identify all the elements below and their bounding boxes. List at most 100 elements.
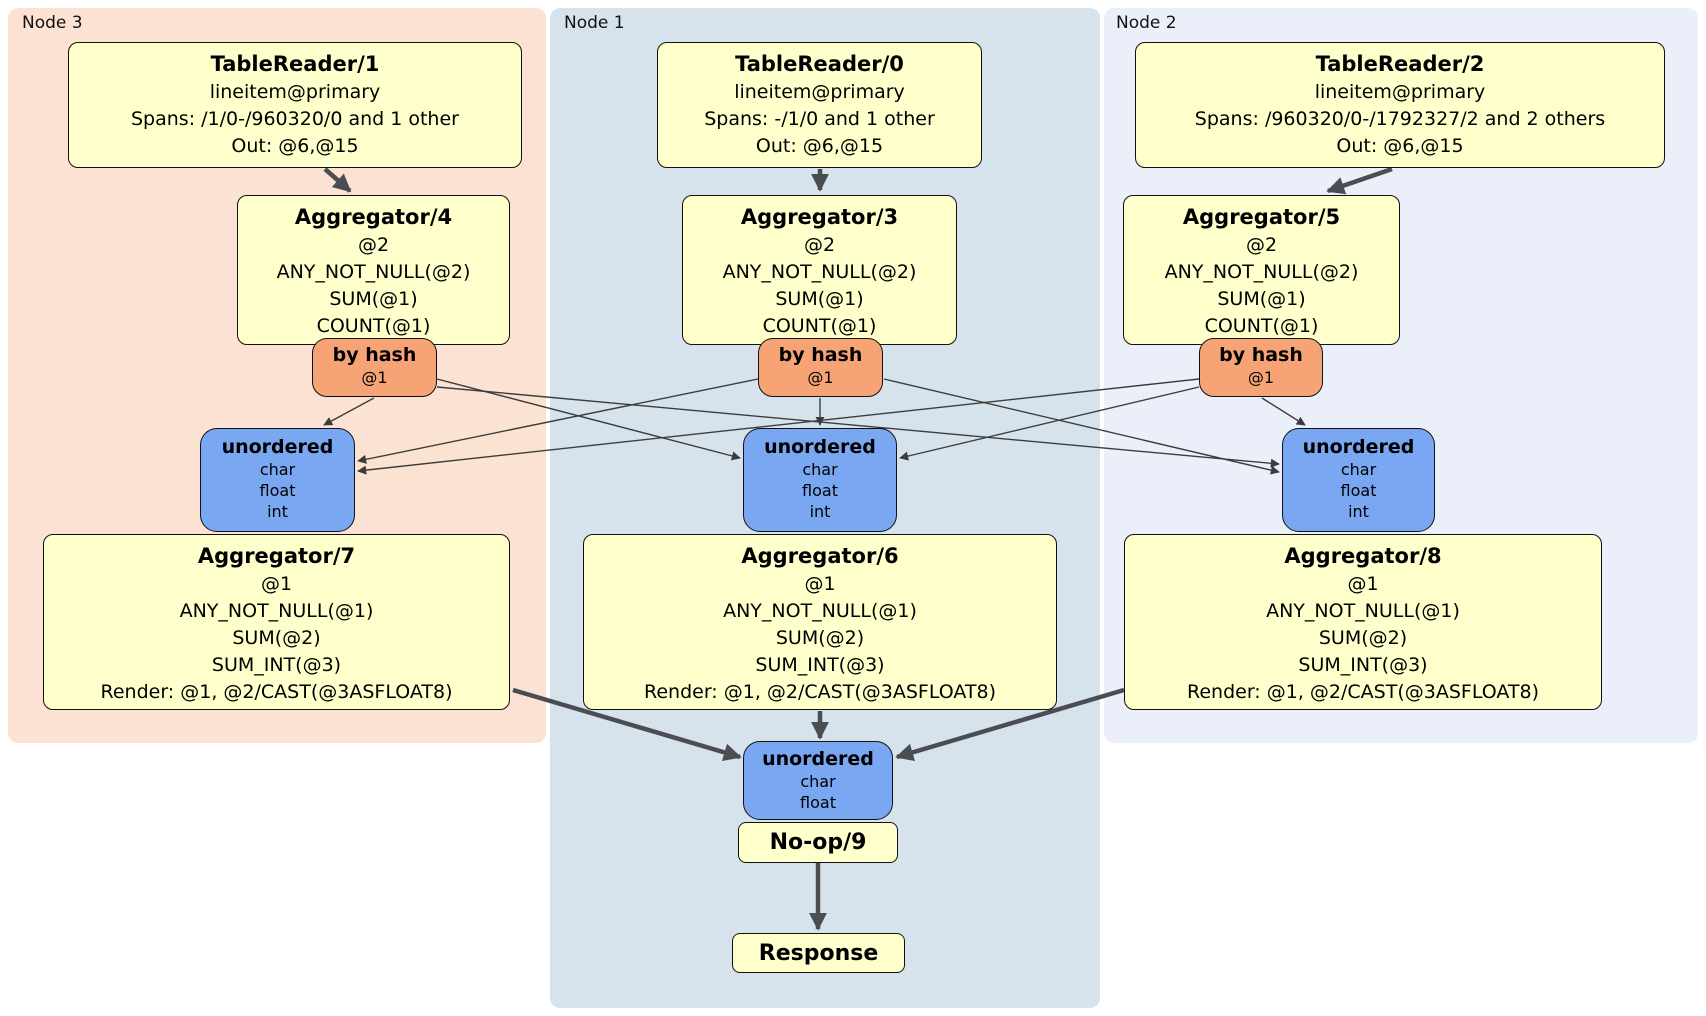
router-title: by hash xyxy=(332,344,417,366)
processor-detail: Spans: /1/0-/960320/0 and 1 other xyxy=(131,108,459,130)
processor-title: TableReader/2 xyxy=(1315,52,1485,76)
hash-router-node3-box: by hash @1 xyxy=(312,338,437,397)
processor-detail: SUM(@1) xyxy=(329,288,418,310)
processor-detail: Spans: -/1/0 and 1 other xyxy=(704,108,935,130)
sync-title: unordered xyxy=(221,436,334,458)
processor-detail: ANY_NOT_NULL(@1) xyxy=(723,600,917,622)
sync-column: float xyxy=(802,481,838,500)
processor-detail: SUM(@1) xyxy=(775,288,864,310)
router-detail: @1 xyxy=(361,368,388,387)
aggregator-8-box: Aggregator/8 @1 ANY_NOT_NULL(@1) SUM(@2)… xyxy=(1124,534,1602,710)
processor-detail: ANY_NOT_NULL(@1) xyxy=(179,600,374,622)
processor-detail: @1 xyxy=(1347,573,1379,595)
edge-hash2-sync3 xyxy=(357,378,1200,475)
processor-detail: Render: @1, @2/CAST(@3ASFLOAT8) xyxy=(1187,681,1539,703)
sync-column: float xyxy=(800,793,836,812)
unordered-sync-node1-box: unordered char float int xyxy=(743,428,897,532)
sync-column: int xyxy=(267,502,288,521)
edge-agg8-sync xyxy=(895,687,1125,762)
processor-detail: ANY_NOT_NULL(@2) xyxy=(1164,261,1359,283)
processor-detail: SUM(@1) xyxy=(1217,288,1306,310)
processor-detail: @2 xyxy=(1245,234,1278,256)
processor-detail: Render: @1, @2/CAST(@3ASFLOAT8) xyxy=(100,681,453,703)
processor-detail: lineitem@primary xyxy=(1314,81,1486,103)
sync-title: unordered xyxy=(762,748,874,770)
router-detail: @1 xyxy=(1247,368,1275,387)
sync-column: int xyxy=(809,502,831,521)
sync-column: float xyxy=(1340,481,1377,500)
edge-hash3-sync3 xyxy=(323,397,375,426)
processor-detail: @1 xyxy=(804,573,836,595)
tablereader-1-box: TableReader/1 lineitem@primary Spans: /1… xyxy=(68,42,522,168)
processor-detail: ANY_NOT_NULL(@2) xyxy=(276,261,471,283)
processor-title: Aggregator/3 xyxy=(740,205,899,229)
processor-detail: SUM(@2) xyxy=(775,627,865,649)
node3-region-label: Node 3 xyxy=(22,13,83,33)
processor-detail: ANY_NOT_NULL(@2) xyxy=(722,261,917,283)
node2-region-label: Node 2 xyxy=(1116,13,1177,33)
processor-detail: COUNT(@1) xyxy=(1204,315,1319,337)
hash-router-node1-box: by hash @1 xyxy=(758,338,883,397)
hash-router-node2-box: by hash @1 xyxy=(1199,338,1323,397)
edge-tr2-agg5 xyxy=(1326,166,1393,195)
tablereader-2-box: TableReader/2 lineitem@primary Spans: /9… xyxy=(1135,42,1665,168)
processor-title: Aggregator/8 xyxy=(1284,544,1442,568)
processor-detail: COUNT(@1) xyxy=(762,315,877,337)
processor-title: Aggregator/6 xyxy=(741,544,899,568)
router-title: by hash xyxy=(778,344,863,366)
sync-title: unordered xyxy=(764,436,876,458)
aggregator-4-box: Aggregator/4 @2 ANY_NOT_NULL(@2) SUM(@1)… xyxy=(237,195,510,345)
aggregator-7-box: Aggregator/7 @1 ANY_NOT_NULL(@1) SUM(@2)… xyxy=(43,534,510,710)
processor-detail: @2 xyxy=(803,234,836,256)
aggregator-3-box: Aggregator/3 @2 ANY_NOT_NULL(@2) SUM(@1)… xyxy=(682,195,957,345)
sync-column: char xyxy=(802,460,838,479)
processor-title: TableReader/1 xyxy=(210,52,380,76)
processor-detail: Out: @6,@15 xyxy=(231,135,359,157)
edge-hash2-sync2 xyxy=(1261,397,1306,426)
processor-detail: Render: @1, @2/CAST(@3ASFLOAT8) xyxy=(644,681,996,703)
router-title: by hash xyxy=(1219,344,1303,366)
processor-detail: SUM_INT(@3) xyxy=(211,654,342,676)
processor-detail: Spans: /960320/0-/1792327/2 and 2 others xyxy=(1194,108,1606,130)
processor-title: TableReader/0 xyxy=(735,52,904,76)
unordered-sync-node3-box: unordered char float int xyxy=(200,428,355,532)
edge-hash3-sync2 xyxy=(436,386,1280,468)
aggregator-6-box: Aggregator/6 @1 ANY_NOT_NULL(@1) SUM(@2)… xyxy=(583,534,1057,710)
tablereader-0-box: TableReader/0 lineitem@primary Spans: -/… xyxy=(657,42,982,168)
processor-detail: Out: @6,@15 xyxy=(755,135,884,157)
noop-9-box: No-op/9 xyxy=(738,822,898,863)
processor-title: Aggregator/7 xyxy=(197,544,356,568)
sync-column: char xyxy=(1340,460,1377,479)
unordered-sync-node2-box: unordered char float int xyxy=(1282,428,1435,532)
edge-hash2-sync1 xyxy=(899,386,1200,461)
processor-detail: lineitem@primary xyxy=(734,81,905,103)
processor-title: Aggregator/5 xyxy=(1182,205,1341,229)
edge-tr1-agg4 xyxy=(323,167,352,193)
sync-column: int xyxy=(1348,502,1369,521)
sync-title: unordered xyxy=(1302,436,1415,458)
processor-detail: ANY_NOT_NULL(@1) xyxy=(1266,600,1460,622)
processor-detail: COUNT(@1) xyxy=(316,315,431,337)
edge-hash1-sync3 xyxy=(357,378,759,464)
processor-detail: SUM_INT(@3) xyxy=(1298,654,1428,676)
sync-column: char xyxy=(800,772,836,791)
processor-detail: SUM_INT(@3) xyxy=(755,654,885,676)
processor-detail: Out: @6,@15 xyxy=(1336,135,1464,157)
processor-detail: SUM(@2) xyxy=(1318,627,1408,649)
processor-title: No-op/9 xyxy=(769,830,867,855)
edge-hash1-sync2 xyxy=(883,378,1280,475)
aggregator-5-box: Aggregator/5 @2 ANY_NOT_NULL(@2) SUM(@1)… xyxy=(1123,195,1400,345)
processor-detail: lineitem@primary xyxy=(209,81,381,103)
processor-title: Aggregator/4 xyxy=(294,205,453,229)
processor-detail: @1 xyxy=(260,573,293,595)
processor-detail: @2 xyxy=(357,234,390,256)
node1-region-label: Node 1 xyxy=(564,13,625,33)
unordered-sync-final-box: unordered char float xyxy=(743,741,893,820)
processor-detail: SUM(@2) xyxy=(232,627,321,649)
processor-title: Response xyxy=(758,940,879,966)
sync-column: char xyxy=(259,460,296,479)
response-box: Response xyxy=(732,933,905,973)
edge-agg7-sync xyxy=(512,687,742,762)
